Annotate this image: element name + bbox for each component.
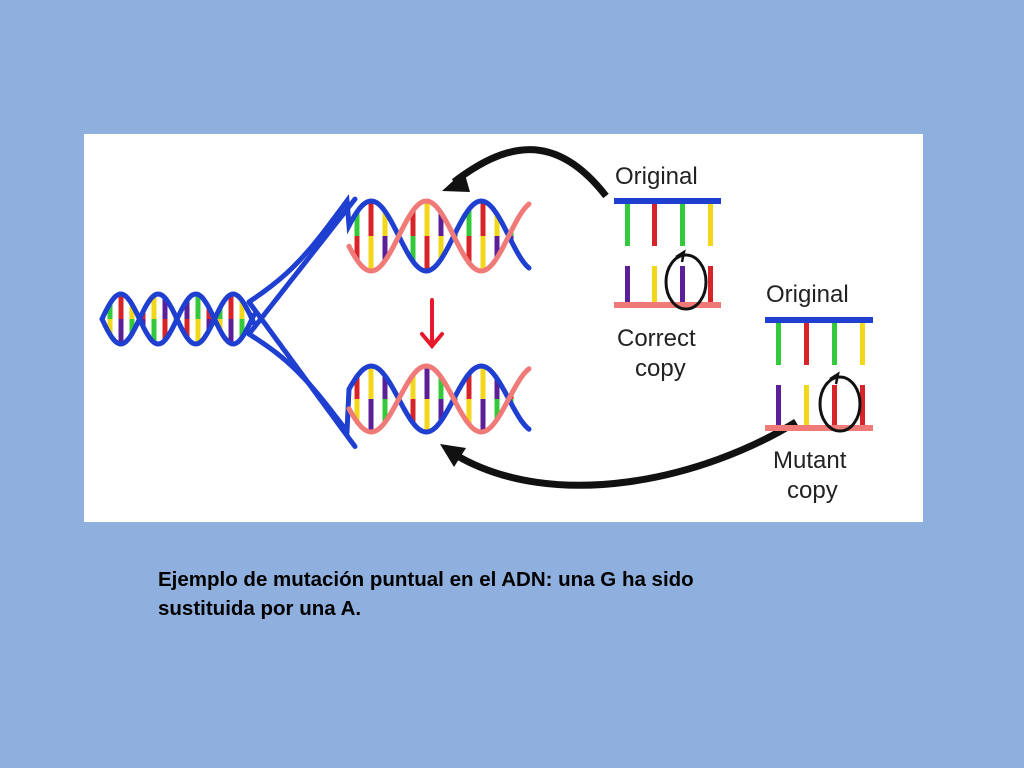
- mutant-copy-panel: Original Mutant copy: [765, 281, 873, 504]
- correct-copy-label-line2: copy: [635, 355, 686, 382]
- original-label-top: Original: [615, 163, 698, 190]
- correct-copy-panel: Original Correct copy: [614, 163, 721, 382]
- parent-strand-b: [99, 291, 257, 347]
- strands: [99, 193, 532, 449]
- fork-arm-lower: [246, 299, 358, 449]
- caption-line-1: Ejemplo de mutación puntual en el ADN: u…: [158, 568, 694, 591]
- highlight-circle-correct: [664, 253, 708, 311]
- dna-helix-illustration: [99, 193, 532, 449]
- daughter-top-red-strand: [346, 198, 532, 274]
- daughter-bottom-red-strand: [346, 363, 532, 435]
- original-label-bottom: Original: [766, 281, 849, 308]
- dna-replication-figure: Original Correct copy Original: [84, 134, 923, 522]
- curved-arrow-to-bottom-helix: [440, 419, 798, 489]
- mutant-copy-label-line1: Mutant: [773, 447, 847, 474]
- daughter-top-blue-strand: [246, 193, 532, 305]
- curved-arrow-to-top-helix: [442, 146, 609, 199]
- highlight-circle-mutant: [818, 375, 862, 433]
- mutant-copy-label-line2: copy: [787, 477, 838, 504]
- correct-copy-label-line1: Correct: [617, 325, 696, 352]
- replication-down-arrow: [420, 298, 444, 350]
- caption-line-2: sustituida por una A.: [158, 597, 362, 620]
- fork-arm-upper: [246, 196, 358, 337]
- figure-caption: Ejemplo de mutación puntual en el ADN: u…: [158, 565, 878, 623]
